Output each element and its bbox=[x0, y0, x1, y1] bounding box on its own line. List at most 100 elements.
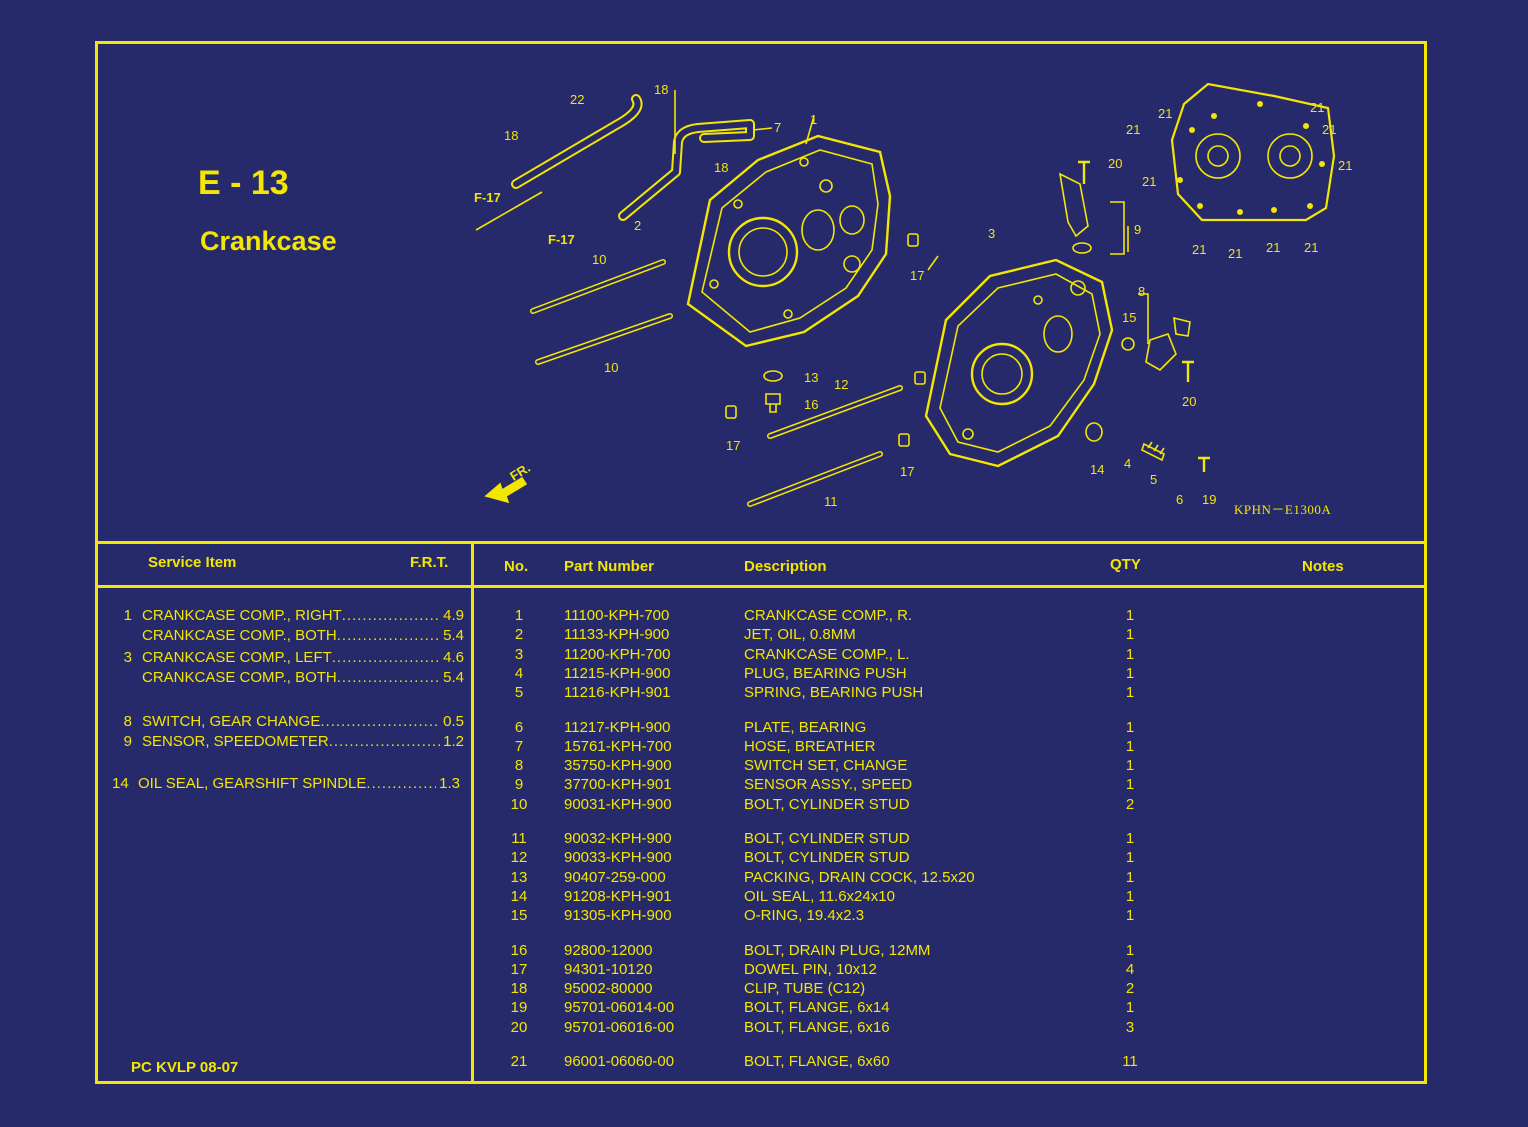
service-item-name: CRANKCASE COMP., RIGHT..................… bbox=[142, 607, 440, 624]
part-qty: 1 bbox=[1125, 737, 1135, 755]
part-qty: 1 bbox=[1125, 868, 1135, 886]
part-description: OIL SEAL, 11.6x24x10 bbox=[744, 887, 895, 905]
part-description: BOLT, CYLINDER STUD bbox=[744, 795, 910, 813]
parts-sheet-frame: E - 13 Crankcase bbox=[95, 41, 1427, 1084]
part-ref-no: 10 bbox=[510, 795, 528, 813]
part-qty: 1 bbox=[1125, 718, 1135, 736]
callout-5: 5 bbox=[1150, 472, 1157, 487]
callout-18-c: 18 bbox=[714, 160, 728, 175]
service-item-frt: 4.9 bbox=[443, 607, 464, 624]
part-number: 11216-KPH-901 bbox=[564, 684, 671, 702]
publication-code: PC KVLP 08-07 bbox=[131, 1059, 239, 1076]
callout-21-g: 21 bbox=[1192, 242, 1206, 257]
header-notes: Notes bbox=[1302, 558, 1344, 575]
callout-12: 12 bbox=[834, 377, 848, 392]
part-ref-no: 3 bbox=[514, 645, 524, 663]
part-number: 94301-10120 bbox=[564, 960, 653, 978]
service-item-frt: 1.3 bbox=[439, 775, 460, 792]
callout-16: 16 bbox=[804, 397, 818, 412]
part-number: 11217-KPH-900 bbox=[564, 718, 671, 736]
part-ref-no: 1 bbox=[514, 607, 524, 624]
part-qty: 3 bbox=[1125, 1018, 1135, 1036]
section-id: E - 13 bbox=[198, 164, 289, 202]
part-ref-no: 11 bbox=[511, 830, 527, 847]
part-description: BOLT, FLANGE, 6x60 bbox=[744, 1053, 890, 1070]
part-description: JET, OIL, 0.8MM bbox=[744, 626, 856, 644]
part-qty: 1 bbox=[1125, 607, 1135, 624]
callout-f17-a: F-17 bbox=[474, 190, 501, 205]
figure-code: KPHN－E1300A bbox=[1234, 502, 1332, 517]
part-qty: 1 bbox=[1125, 684, 1135, 702]
part-number: 11215-KPH-900 bbox=[564, 664, 671, 682]
exploded-view-diagram: 22 18 7 1 18 18 F-17 F-17 2 10 10 17 13 … bbox=[474, 82, 1352, 509]
part-qty: 1 bbox=[1125, 941, 1135, 959]
drain-packing bbox=[763, 370, 783, 382]
callout-10-b: 10 bbox=[604, 360, 618, 375]
speed-sensor bbox=[1058, 172, 1089, 238]
callout-21-i: 21 bbox=[1266, 240, 1280, 255]
service-item-no: 9 bbox=[123, 733, 132, 750]
part-ref-no: 13 bbox=[510, 868, 528, 886]
part-ref-no: 9 bbox=[514, 776, 524, 794]
part-ref-no: 5 bbox=[514, 684, 524, 702]
callout-11: 11 bbox=[824, 494, 838, 509]
part-number: 90032-KPH-900 bbox=[564, 830, 672, 847]
header-description: Description bbox=[744, 558, 827, 575]
part-number: 35750-KPH-900 bbox=[564, 757, 672, 775]
drain-plug bbox=[765, 393, 781, 413]
header-frt: F.R.T. bbox=[410, 554, 449, 571]
callout-8: 8 bbox=[1138, 284, 1145, 299]
part-number: 95002-80000 bbox=[564, 980, 653, 998]
part-description: CRANKCASE COMP., L. bbox=[744, 645, 910, 663]
part-ref-no: 8 bbox=[514, 757, 524, 775]
spring bbox=[1141, 441, 1165, 462]
part-ref-no: 16 bbox=[510, 941, 528, 959]
service-item-name: SENSOR, SPEEDOMETER.....................… bbox=[142, 733, 440, 750]
part-description: BOLT, CYLINDER STUD bbox=[744, 830, 910, 847]
part-number: 15761-KPH-700 bbox=[564, 737, 672, 755]
callout-14: 14 bbox=[1090, 462, 1104, 477]
part-number: 92800-12000 bbox=[564, 941, 653, 959]
part-description: BOLT, CYLINDER STUD bbox=[744, 849, 910, 867]
front-label: FR. bbox=[507, 460, 533, 484]
service-item-frt: 5.4 bbox=[443, 627, 464, 644]
part-qty: 1 bbox=[1125, 999, 1135, 1017]
callout-21-e: 21 bbox=[1338, 158, 1352, 173]
oil-seal bbox=[1085, 422, 1103, 442]
part-ref-no: 20 bbox=[510, 1018, 528, 1036]
service-item-name: SWITCH, GEAR CHANGE.....................… bbox=[142, 713, 440, 730]
part-description: SENSOR ASSY., SPEED bbox=[744, 776, 913, 794]
callout-18-b: 18 bbox=[504, 128, 518, 143]
header-no: No. bbox=[504, 558, 529, 575]
part-description: SWITCH SET, CHANGE bbox=[744, 757, 908, 775]
callout-21-d: 21 bbox=[1322, 122, 1336, 137]
part-number: 91305-KPH-900 bbox=[564, 907, 672, 925]
part-qty: 1 bbox=[1125, 830, 1135, 847]
part-number: 37700-KPH-901 bbox=[564, 776, 672, 794]
callout-2: 2 bbox=[634, 218, 641, 233]
service-item-no bbox=[116, 669, 142, 689]
part-qty: 1 bbox=[1125, 776, 1135, 794]
part-ref-no: 7 bbox=[514, 737, 524, 755]
part-description: PLUG, BEARING PUSH bbox=[744, 664, 907, 682]
part-description: CRANKCASE COMP., R. bbox=[744, 607, 913, 624]
part-description: PLATE, BEARING bbox=[744, 718, 867, 736]
service-item-no: 1 bbox=[123, 607, 132, 624]
service-item-name: CRANKCASE COMP., BOTH...................… bbox=[142, 669, 440, 686]
service-item-frt: 1.2 bbox=[443, 733, 464, 750]
service-item-no: 3 bbox=[123, 649, 132, 666]
part-number: 90031-KPH-900 bbox=[564, 795, 672, 813]
part-description: BOLT, FLANGE, 6x14 bbox=[744, 999, 890, 1017]
part-qty: 1 bbox=[1125, 757, 1135, 775]
callout-22: 22 bbox=[570, 92, 584, 107]
part-ref-no: 15 bbox=[510, 907, 528, 925]
callout-20-a: 20 bbox=[1182, 394, 1196, 409]
part-number: 11200-KPH-700 bbox=[564, 645, 671, 663]
